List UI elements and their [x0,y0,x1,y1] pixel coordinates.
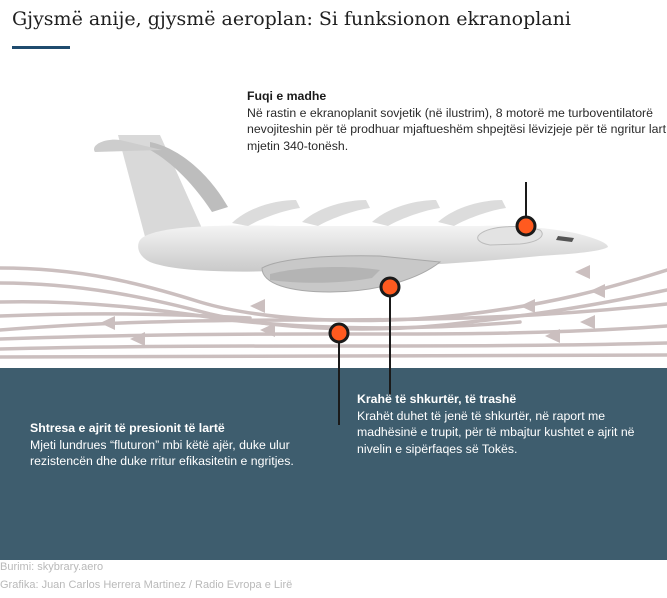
tail-fin [118,135,205,248]
annotation-air-layer: Shtresa e ajrit të presionit të lartë Mj… [30,420,330,470]
annotation-heading: Krahë të shkurtër, të trashë [357,392,517,406]
airflow-arrowheads [100,265,605,346]
annotation-body: Krahët duhet të jenë të shkurtër, në rap… [357,408,635,456]
annotation-wings: Krahë të shkurtër, të trashë Krahët duhe… [357,391,657,457]
sea-surface [0,368,667,560]
title-underline [12,46,70,49]
arrowhead [130,332,145,346]
page-title: Gjysmë anije, gjysmë aeroplan: Si funksi… [12,8,571,30]
airflow-lines-upper [0,266,667,331]
ekranoplan-aircraft [94,135,608,293]
markers [328,215,537,344]
engine-nacelle [438,200,506,226]
airflow-line [0,300,522,330]
marker-air-layer [328,322,350,344]
marker-wings [379,276,401,298]
marker-fuselage [515,215,537,237]
airflow-line [0,266,667,323]
arrowhead [575,265,590,279]
arrowhead [580,315,595,329]
annotation-heading: Fuqi e madhe [247,89,327,103]
tail-stabilizer [150,142,228,212]
engine-nacelle [302,200,370,226]
annotation-heading: Shtresa e ajrit të presionit të lartë [30,421,225,435]
annotation-body: Në rastin e ekranoplanit sovjetik (në il… [247,105,666,153]
engine-nacelle [232,200,300,226]
wing-float [270,266,380,283]
annotation-body: Mjeti lundrues “fluturon” mbi këtë ajër,… [30,437,294,469]
airflow-line [0,312,252,320]
arrowhead [520,299,535,313]
arrowhead [545,329,560,343]
source-note: Burimi: skybrary.aero [0,561,104,573]
arrowhead [590,284,605,298]
credit-note: Grafika: Juan Carlos Herrera Martinez / … [0,579,293,591]
arrowhead [250,299,265,313]
tail-stabilizer [94,139,162,152]
arrowhead [100,316,115,330]
airflow-line [0,341,667,351]
annotation-fuselage: Fuqi e madhe Në rastin e ekranoplanit so… [247,88,667,154]
arrowhead [260,323,275,337]
engine-nacelle [372,200,440,226]
cockpit-window [556,236,574,242]
airflow-line [0,353,667,359]
